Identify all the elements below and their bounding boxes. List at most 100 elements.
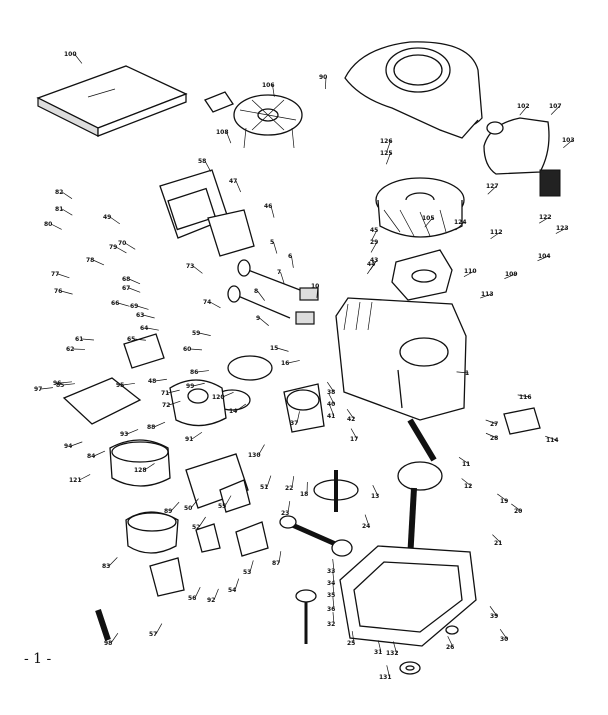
callout-lbl_126: 126: [380, 138, 393, 145]
leader-line: [550, 105, 560, 115]
crankshaft: [397, 418, 443, 561]
callout-lbl_65: 65: [127, 336, 135, 343]
callout-lbl_44: 44: [367, 261, 375, 268]
leader-line: [545, 435, 557, 441]
callout-lbl_99: 99: [186, 383, 194, 390]
leader-line: [124, 242, 136, 250]
leader-line: [456, 371, 469, 374]
leader-line: [424, 217, 433, 228]
callout-lbl_71: 71: [161, 390, 169, 397]
leader-line: [296, 411, 300, 424]
callout-lbl_54: 54: [228, 587, 236, 594]
leader-line: [276, 347, 289, 352]
callout-lbl_59: 59: [192, 330, 200, 337]
decal: [503, 407, 541, 435]
leader-line: [154, 378, 167, 382]
callout-lbl_51: 51: [260, 484, 268, 491]
callout-lbl_24: 24: [362, 523, 370, 530]
callout-lbl_69: 69: [130, 303, 138, 310]
callout-lbl_9: 9: [256, 315, 260, 322]
leader-line: [555, 227, 567, 234]
leader-line: [480, 293, 492, 299]
leader-line: [278, 551, 282, 564]
washers: [399, 625, 459, 675]
callout-lbl_124: 124: [454, 219, 467, 226]
leader-line: [461, 478, 472, 487]
callout-lbl_105: 105: [422, 215, 435, 222]
leader-line: [259, 317, 269, 326]
leader-line: [198, 332, 211, 336]
leader-line: [519, 105, 528, 116]
callout-lbl_64: 64: [140, 325, 148, 332]
callout-lbl_74: 74: [203, 299, 211, 306]
leader-line: [326, 381, 335, 393]
leader-line: [455, 221, 465, 231]
leader-line: [458, 457, 470, 465]
callout-lbl_50: 50: [184, 505, 192, 512]
callout-lbl_26: 26: [446, 644, 454, 651]
leader-line: [372, 485, 379, 497]
leader-line: [332, 559, 335, 572]
leader-line: [273, 241, 278, 254]
callout-lbl_36: 36: [327, 606, 335, 613]
leader-line: [81, 338, 94, 341]
callout-lbl_73: 73: [186, 263, 194, 270]
callout-lbl_45: 45: [370, 227, 378, 234]
callout-lbl_66: 66: [111, 300, 119, 307]
breather-tube: [95, 609, 111, 641]
callout-lbl_22: 22: [285, 485, 293, 492]
leader-line: [213, 588, 219, 601]
callout-lbl_43: 43: [370, 257, 378, 264]
callout-lbl_96: 96: [53, 380, 61, 387]
callout-lbl_121: 121: [69, 477, 82, 484]
callout-lbl_40: 40: [327, 401, 335, 408]
leader-line: [392, 641, 397, 654]
leader-line: [386, 152, 391, 165]
callout-lbl_62: 62: [66, 346, 74, 353]
callout-lbl_48: 48: [148, 378, 156, 385]
callout-lbl_37: 37: [290, 420, 298, 427]
oil-sump: [339, 545, 477, 647]
callout-lbl_114: 114: [546, 437, 559, 444]
leader-line: [59, 381, 72, 384]
callout-lbl_52: 52: [192, 524, 200, 531]
callout-lbl_53: 53: [243, 569, 251, 576]
callout-lbl_87: 87: [272, 560, 280, 567]
callout-lbl_98: 98: [104, 640, 112, 647]
callout-lbl_78: 78: [86, 257, 94, 264]
leader-line: [499, 628, 508, 640]
leader-line: [61, 191, 73, 199]
callout-lbl_82: 82: [55, 189, 63, 196]
callout-lbl_102: 102: [517, 103, 530, 110]
leader-line: [115, 246, 127, 254]
carburetor: [123, 333, 227, 427]
ignition-armature: [391, 249, 453, 301]
leader-line: [235, 403, 247, 412]
leader-line: [370, 241, 378, 253]
rotating-screen: [204, 91, 303, 149]
callout-lbl_55: 55: [218, 503, 226, 510]
callout-lbl_110: 110: [464, 268, 477, 275]
leader-line: [367, 263, 375, 275]
callout-lbl_83: 83: [102, 563, 110, 570]
leader-line: [133, 338, 146, 341]
leader-line: [504, 273, 516, 279]
leader-line: [155, 623, 163, 635]
callout-lbl_132: 132: [386, 650, 399, 657]
leader-line: [235, 180, 242, 193]
callout-lbl_86: 86: [190, 369, 198, 376]
callout-lbl_67: 67: [122, 285, 130, 292]
leader-line: [328, 393, 335, 405]
leader-line: [122, 382, 135, 386]
leader-line: [108, 557, 118, 567]
leader-line: [167, 389, 180, 394]
callout-lbl_68: 68: [122, 276, 130, 283]
callout-lbl_81: 81: [55, 206, 63, 213]
valves: [227, 259, 319, 325]
leader-line: [74, 53, 83, 64]
callout-lbl_122: 122: [539, 214, 552, 221]
leader-line: [198, 516, 206, 528]
leader-line: [272, 84, 275, 97]
leader-line: [196, 370, 209, 373]
